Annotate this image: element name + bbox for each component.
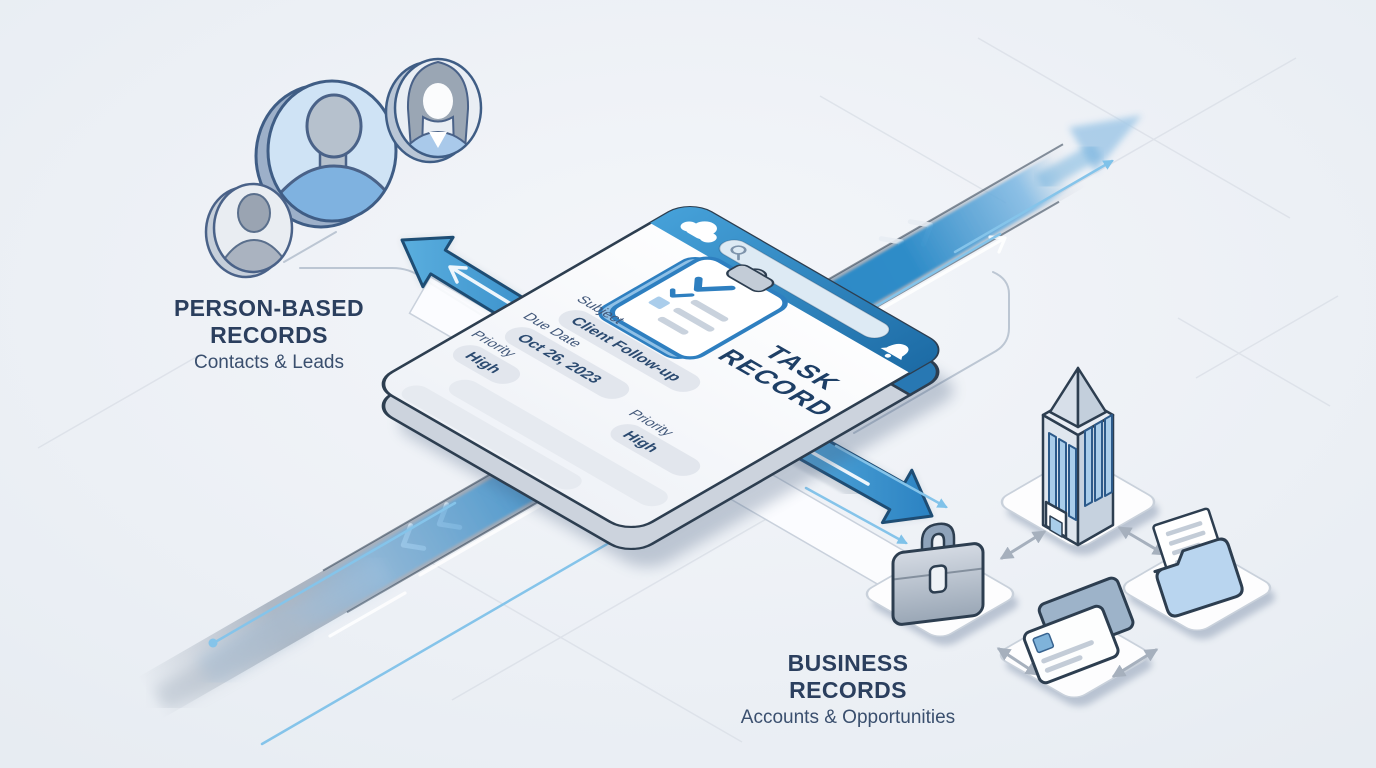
empty-field-row <box>448 379 668 507</box>
field-pill <box>558 310 701 392</box>
clipboard-checklist-icon <box>598 256 788 360</box>
cloud-icon <box>680 221 717 243</box>
business-records-title: BUSINESS RECORDS <box>787 650 909 703</box>
blue-flow-head-streak <box>1035 142 1103 191</box>
office-building-icon <box>1041 366 1115 547</box>
folder-document-icon <box>1152 507 1244 618</box>
task-card: TASK RECORD Subject Client Follow-up Due… <box>381 205 954 567</box>
person-records-label: PERSON-BASED RECORDS Contacts & Leads <box>128 295 410 374</box>
empty-field-row <box>401 385 582 490</box>
flow-line-dot <box>208 638 218 648</box>
person-records-subtitle: Contacts & Leads <box>194 352 344 373</box>
thin-arrows-to-business <box>804 444 948 545</box>
field-pill <box>504 327 630 399</box>
blur-streak-grey <box>153 610 307 712</box>
field-pill <box>610 424 701 476</box>
background-grid-lines <box>37 37 1339 743</box>
bell-icon <box>880 343 909 360</box>
search-bar <box>718 239 891 339</box>
business-records-label: BUSINESS RECORDS Accounts & Opportunitie… <box>733 650 963 729</box>
search-icon <box>730 245 747 261</box>
person-avatar-woman <box>384 57 483 164</box>
business-records-subtitle: Accounts & Opportunities <box>740 707 956 728</box>
person-avatar-large <box>254 79 398 229</box>
person-records-title: PERSON-BASED RECORDS <box>173 295 365 348</box>
field-pill <box>452 345 521 384</box>
briefcase-icon <box>891 522 985 626</box>
thin-flow-lines <box>215 159 1114 746</box>
credit-cards-icon <box>1022 576 1135 685</box>
business-link-arrows <box>996 526 1167 678</box>
